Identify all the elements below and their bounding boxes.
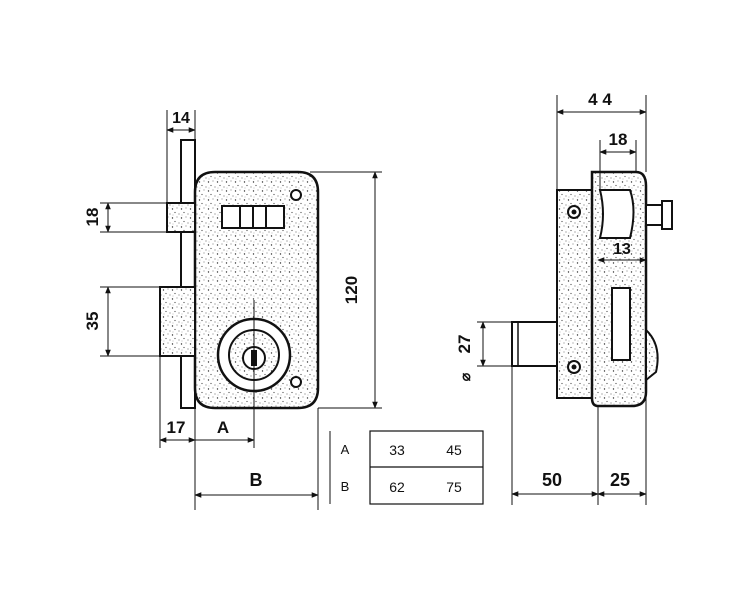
diameter-symbol: ⌀ — [457, 372, 473, 381]
dim-14-label: 14 — [172, 110, 190, 127]
deadbolt — [166, 202, 196, 233]
screw-bottom — [290, 376, 302, 388]
dim-35-label: 35 — [83, 312, 102, 331]
table-row-label: A — [341, 442, 350, 457]
table-cell: 75 — [446, 479, 462, 495]
latch-bolt — [159, 286, 196, 357]
dim-18-label: 18 — [83, 208, 102, 227]
dim-B-label: B — [250, 470, 263, 490]
back-plate — [180, 139, 196, 409]
side-slot — [611, 287, 631, 361]
dimension-table: A 33 45 B 62 75 — [329, 430, 484, 505]
dim-25-label: 25 — [610, 470, 630, 490]
dim-120-label: 120 — [342, 276, 361, 304]
table-row-label: B — [341, 479, 350, 494]
side-cylinder — [511, 321, 558, 367]
table-cell: 62 — [389, 479, 405, 495]
dim-44-label: 4 4 — [588, 90, 612, 109]
screw-top — [290, 189, 302, 201]
dim-17-label: 17 — [167, 418, 186, 437]
front-dimensions: 14 18 35 120 17 A B — [83, 110, 382, 510]
dim-13-label: 13 — [613, 241, 631, 258]
side-dimensions: 4 4 18 13 27 ⌀ 50 25 — [455, 90, 647, 505]
dim-50-label: 50 — [542, 470, 562, 490]
side-view — [511, 170, 673, 408]
table-row: B 62 75 — [341, 479, 462, 495]
dim-18-side-label: 18 — [609, 130, 628, 149]
table-cell: 45 — [446, 442, 462, 458]
table-cell: 33 — [389, 442, 405, 458]
front-view — [159, 139, 320, 448]
side-bolt-housing — [598, 189, 635, 239]
table-row: A 33 45 — [341, 442, 462, 458]
dim-A-label: A — [217, 418, 229, 437]
dim-27-label: 27 — [455, 335, 474, 354]
side-bolt — [645, 204, 663, 226]
